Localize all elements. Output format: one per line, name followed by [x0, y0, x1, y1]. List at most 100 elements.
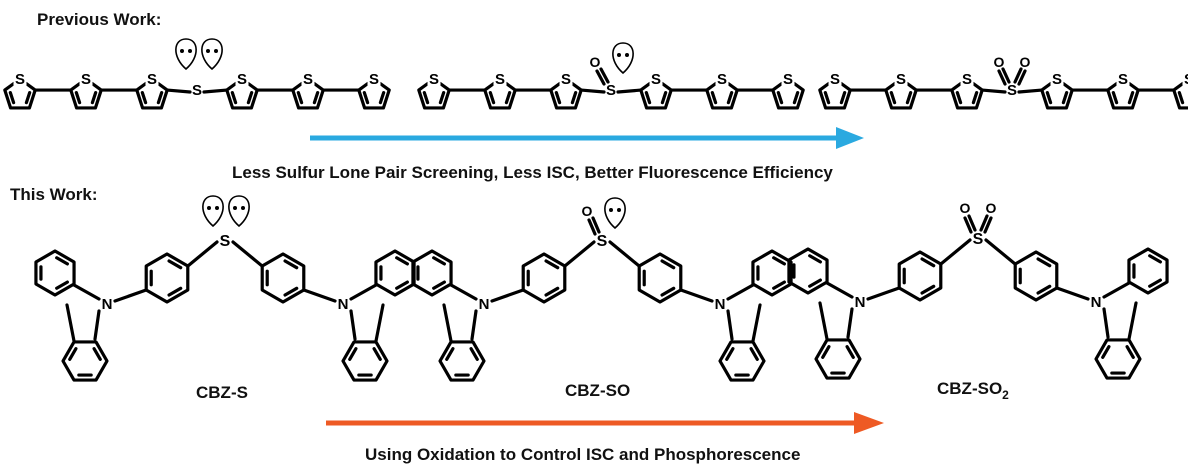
- thiophene-unit: S: [291, 70, 325, 110]
- sulfoxide-bond: [587, 218, 597, 236]
- sulfur-lone-pair: [175, 38, 197, 71]
- carbazole-benzo-ring: [1094, 338, 1142, 380]
- sulfoxide-bond: [591, 216, 601, 234]
- double-bond-inner: [156, 91, 164, 105]
- phenylene-ring: [144, 252, 190, 304]
- carbazole-right: N: [1091, 247, 1169, 380]
- double-bond-inner: [889, 91, 897, 105]
- nitrogen-atom: N: [715, 296, 726, 313]
- lone-pair-lobe: [604, 197, 626, 230]
- thiophene-unit: S: [3, 70, 37, 110]
- aromatic-inner-bond: [283, 259, 299, 270]
- aromatic-inner-bond: [845, 345, 855, 359]
- sulfur-bond: [1017, 88, 1044, 94]
- phenylene-ring: [897, 250, 943, 302]
- nitrogen-atom: N: [102, 296, 113, 313]
- double-bond-inner: [644, 91, 652, 105]
- aryl-s-bond: [608, 240, 641, 268]
- sulfone-bond: [997, 69, 1007, 86]
- double-bond-inner: [74, 91, 82, 105]
- atom-mask: [559, 70, 573, 86]
- carbazole-right: N: [338, 249, 416, 382]
- atom-mask: [13, 70, 27, 86]
- carbazole-cc-bond: [442, 303, 453, 343]
- lone-pair-lobe: [612, 42, 634, 75]
- oxygen-atom: O: [582, 203, 593, 219]
- double-bond-inner: [710, 91, 718, 105]
- oxygen-atom: O: [1020, 54, 1031, 70]
- thiophene-ring-outline: [3, 77, 37, 110]
- aromatic-inner-bond: [348, 347, 358, 361]
- sulfur-atom: S: [783, 71, 793, 88]
- double-bond-inner: [955, 91, 963, 105]
- thiophene-unit: S: [950, 70, 984, 110]
- thiophene-ring-outline: [771, 77, 805, 110]
- sulfur-bond: [579, 88, 606, 94]
- sulfur-bond: [616, 88, 643, 94]
- aromatic-inner-bond: [1125, 345, 1135, 359]
- aromatic-inner-bond: [395, 256, 409, 266]
- aromatic-inner-bond: [544, 259, 560, 270]
- aryl-s-bond: [186, 240, 219, 268]
- aromatic-inner-bond: [68, 347, 78, 361]
- thiophene-unit: S: [705, 70, 739, 110]
- double-bond-inner: [362, 91, 370, 105]
- sulfur-atom: S: [429, 71, 439, 88]
- aromatic-inner-bond: [92, 347, 102, 361]
- thiophene-ring-outline: [1172, 77, 1188, 110]
- carbazole-left: N: [34, 249, 113, 382]
- aromatic-inner-bond: [432, 256, 446, 266]
- thiophene-unit: S: [771, 70, 805, 110]
- benzene-ring-outline: [1094, 338, 1142, 380]
- thiophene-ring-outline: [69, 77, 103, 110]
- thiophene-ring-outline: [483, 77, 517, 110]
- aryl-s-bond: [984, 238, 1017, 266]
- aryl-n-bond: [866, 286, 901, 301]
- atom-mask: [79, 70, 93, 86]
- double-bond-inner: [1061, 91, 1069, 105]
- atom-mask: [493, 70, 507, 86]
- double-bond-inner: [24, 91, 32, 105]
- thiophene-unit: S: [1172, 70, 1188, 110]
- benzene-ring-outline: [34, 249, 76, 297]
- carbazole-cc-bond: [1127, 301, 1138, 341]
- carbazole-cn-bond: [726, 309, 734, 341]
- sulfur-bond: [980, 88, 1007, 94]
- atom-mask: [649, 70, 663, 86]
- nitrogen-atom: N: [1091, 294, 1102, 311]
- atom-mask: [960, 70, 974, 86]
- aromatic-inner-bond: [432, 280, 446, 290]
- carbazole-cn-bond: [825, 281, 854, 299]
- aromatic-inner-bond: [660, 259, 676, 270]
- atom-mask: [1050, 70, 1064, 86]
- sulfur-atom: S: [973, 231, 984, 248]
- carbazole-cn-bond: [349, 283, 378, 301]
- sulfur-atom: S: [15, 71, 25, 88]
- lone-pair-lobe: [228, 195, 250, 228]
- phenylene-ring: [521, 252, 567, 304]
- aromatic-inner-bond: [55, 280, 69, 290]
- double-bond-inner: [8, 91, 16, 105]
- electron-dot: [215, 206, 219, 210]
- double-bond-inner: [422, 91, 430, 105]
- sulfur-atom: S: [561, 71, 571, 88]
- cbz-so2-main: CBZ-SO: [937, 379, 1002, 398]
- thiophene-ring-outline: [549, 77, 583, 110]
- thiophene-unit: S: [639, 70, 673, 110]
- aromatic-inner-bond: [1036, 257, 1052, 268]
- electron-dot: [625, 53, 629, 57]
- electron-dot: [206, 49, 210, 53]
- sulfur-bond: [202, 88, 229, 94]
- carbazole-cn-bond: [1102, 281, 1131, 299]
- carbazole-cn-bond: [93, 309, 101, 341]
- aromatic-inner-bond: [395, 280, 409, 290]
- aromatic-inner-bond: [283, 286, 299, 297]
- bridging-sulfur-atom: S: [606, 82, 616, 99]
- carbazole-cn-bond: [726, 283, 755, 301]
- double-bond-inner: [296, 91, 304, 105]
- electron-dot: [188, 49, 192, 53]
- compound-label-cbz-s: CBZ-S: [196, 383, 248, 402]
- lone-pair-lobe: [201, 38, 223, 71]
